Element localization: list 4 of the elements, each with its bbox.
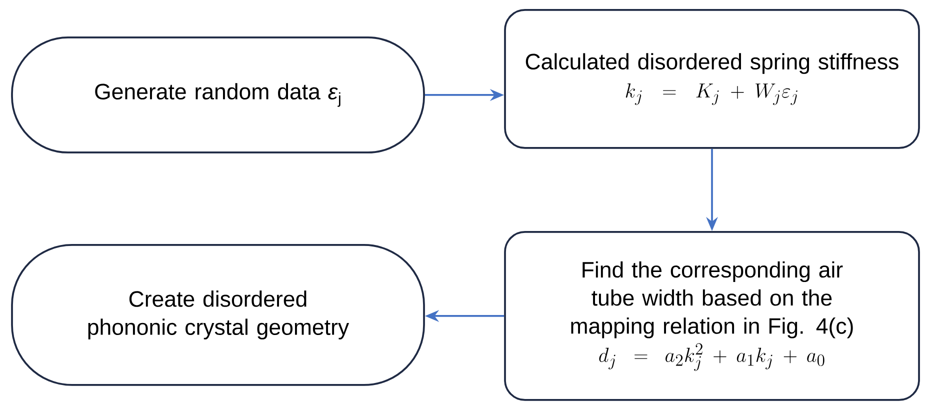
process-box: Calculated disordered spring stiffness $k_j = K_j + W_j\varepsilon_j$ bbox=[504, 9, 920, 149]
terminal-box: Generate random data ε$_{j}$ bbox=[11, 36, 425, 154]
process-box: Find the corresponding air tube width based on the mapping relation in Fig. 4(c) $d_j = a_2k_j^2 + a_1k_j + a_0$ bbox=[504, 231, 920, 401]
terminal-box: Create disordered phononic crystal geometry bbox=[11, 244, 425, 386]
